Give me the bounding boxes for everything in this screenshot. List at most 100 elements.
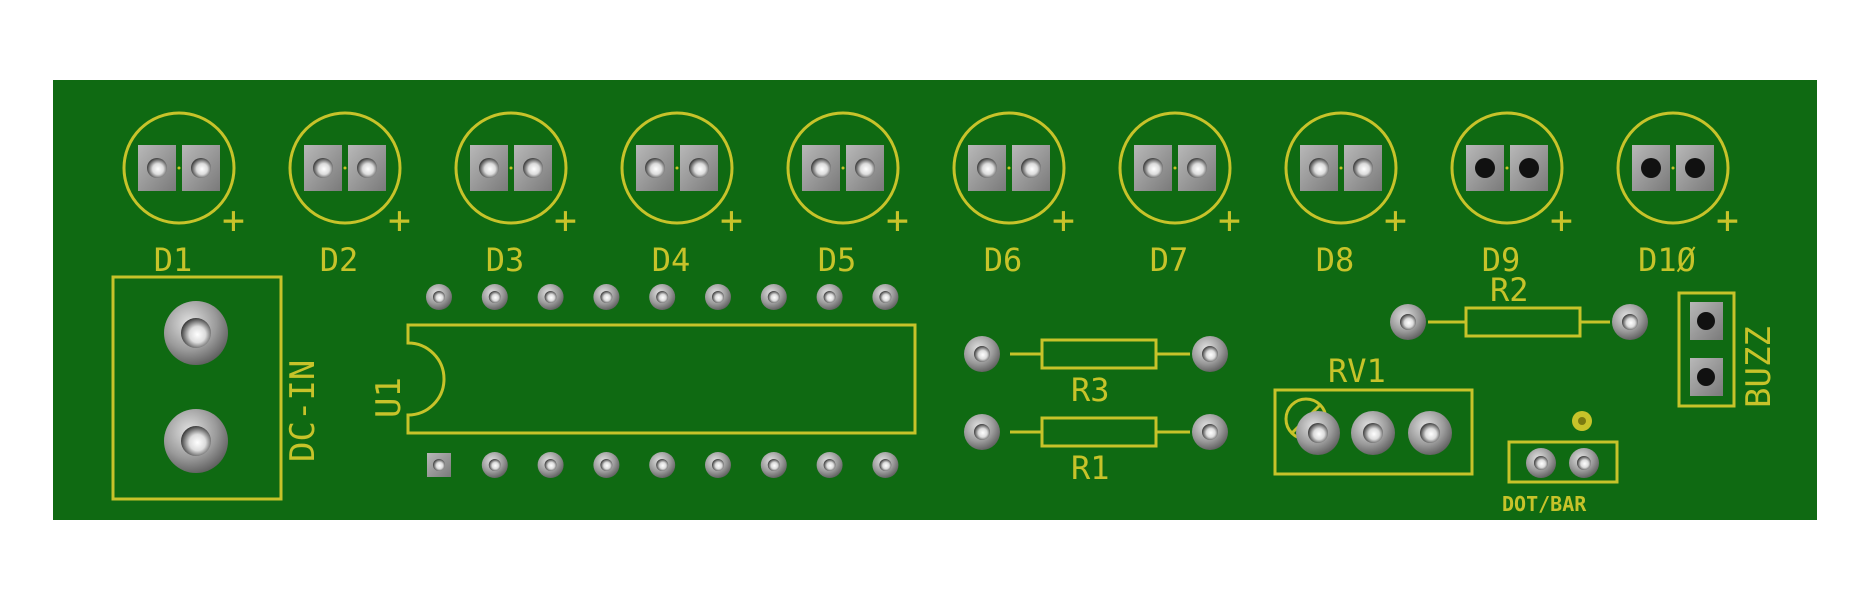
led-hole xyxy=(1187,158,1207,178)
r2-label: R2 xyxy=(1490,271,1529,309)
led-hole xyxy=(313,158,333,178)
led-6: +D6 xyxy=(952,111,1075,279)
led-hole xyxy=(855,158,875,178)
led-hole xyxy=(1685,158,1705,178)
ic-pin-hole xyxy=(712,459,724,471)
buzz-outline xyxy=(1677,291,1736,408)
ic-pin-hole xyxy=(767,459,780,471)
ic-pin-hole xyxy=(712,291,724,303)
ic-pin-hole xyxy=(544,291,557,303)
led-label: D1 xyxy=(154,241,193,279)
led-polarity-plus: + xyxy=(1218,198,1241,242)
ic-pin-hole xyxy=(656,459,669,471)
rv1-hole-2 xyxy=(1363,423,1383,443)
ic-pin-hole xyxy=(656,291,669,303)
led-polarity-plus: + xyxy=(720,198,743,242)
led-hole xyxy=(689,158,709,178)
led-label: D7 xyxy=(1150,241,1189,279)
led-center-dot xyxy=(1339,166,1343,170)
led-center-dot xyxy=(343,166,347,170)
dc-in-hole-1 xyxy=(181,318,211,348)
ic-pin-hole xyxy=(879,459,892,471)
led-polarity-plus: + xyxy=(1550,198,1573,242)
dc-in-label: DC-IN xyxy=(283,360,323,462)
r3-hole-1 xyxy=(974,346,990,362)
led-hole xyxy=(191,158,211,178)
led-outline xyxy=(1450,111,1564,225)
jumper-pin1-marker-center xyxy=(1578,417,1586,425)
led-5: + D5 xyxy=(786,111,909,279)
led-outline xyxy=(454,111,568,225)
led-label: D3 xyxy=(486,241,525,279)
led-polarity-plus: + xyxy=(554,198,577,242)
ic-pin-hole xyxy=(600,291,613,303)
dc-in-hole-2 xyxy=(181,426,211,456)
r1-label: R1 xyxy=(1071,449,1110,487)
buzz-hole-1 xyxy=(1697,312,1715,330)
ic-pin-hole xyxy=(433,291,445,303)
dc-in-terminal: DC-IN xyxy=(111,275,323,501)
led-label: D4 xyxy=(652,241,691,279)
ic-pin-hole xyxy=(823,459,836,471)
led-7: + D7 xyxy=(1118,111,1241,279)
buzzer-header: BUZZ xyxy=(1677,291,1779,408)
trimmer-rv1: RV1 xyxy=(1273,352,1474,476)
led-hole xyxy=(1309,158,1329,178)
resistor-r3: R3 xyxy=(964,336,1228,409)
led-9: +D9 xyxy=(1450,111,1573,279)
led-polarity-plus: + xyxy=(1384,198,1407,242)
ic-pin-hole xyxy=(488,291,501,303)
led-hole xyxy=(1519,158,1539,178)
led-hole xyxy=(811,158,831,178)
r1-hole-2 xyxy=(1202,424,1218,440)
led-label: D2 xyxy=(320,241,359,279)
led-hole xyxy=(523,158,543,178)
led-outline xyxy=(1118,111,1232,225)
led-row: + D1 + D2 + D3 + D4 + D5 +D6 + D7 +D8 +D9 +D1Ø xyxy=(122,111,1739,279)
jumper-outline xyxy=(1507,440,1619,484)
r2-hole-2 xyxy=(1622,314,1638,330)
ic-pin-hole xyxy=(433,459,445,471)
led-polarity-plus: + xyxy=(886,198,909,242)
buzz-hole-2 xyxy=(1697,368,1715,386)
ic-pin-hole xyxy=(544,459,557,471)
led-center-dot xyxy=(509,166,513,170)
resistor-r1: R1 xyxy=(964,414,1228,487)
led-polarity-plus: + xyxy=(1716,198,1739,242)
rv1-outline xyxy=(1273,388,1474,476)
jumper-hole-2 xyxy=(1577,456,1591,470)
led-4: + D4 xyxy=(620,111,743,279)
ic-pin-hole xyxy=(767,291,780,303)
led-center-dot xyxy=(1671,166,1675,170)
led-polarity-plus: + xyxy=(388,198,411,242)
dc-in-outline xyxy=(111,275,283,501)
led-hole xyxy=(1641,158,1661,178)
led-hole xyxy=(1021,158,1041,178)
led-center-dot xyxy=(675,166,679,170)
led-hole xyxy=(1475,158,1495,178)
led-label: D5 xyxy=(818,241,857,279)
led-8: +D8 xyxy=(1284,111,1407,279)
ic-pin-hole xyxy=(600,459,613,471)
led-hole xyxy=(1143,158,1163,178)
ic-u1-label: U1 xyxy=(369,377,409,418)
led-outline xyxy=(620,111,734,225)
led-10: +D1Ø xyxy=(1616,111,1739,279)
ic-pin-hole xyxy=(823,291,836,303)
led-hole xyxy=(645,158,665,178)
ic-pin-hole xyxy=(879,291,892,303)
jumper-dot-bar: DOT/BAR xyxy=(1502,411,1619,516)
jumper-hole-1 xyxy=(1534,456,1548,470)
led-polarity-plus: + xyxy=(222,198,245,242)
led-hole xyxy=(977,158,997,178)
r3-hole-2 xyxy=(1202,346,1218,362)
led-outline xyxy=(952,111,1066,225)
led-3: + D3 xyxy=(454,111,577,279)
resistor-r2: R2 xyxy=(1390,271,1648,340)
led-hole xyxy=(357,158,377,178)
r2-hole-1 xyxy=(1400,314,1416,330)
r3-label: R3 xyxy=(1071,371,1110,409)
ic-u1-pins xyxy=(426,284,899,478)
